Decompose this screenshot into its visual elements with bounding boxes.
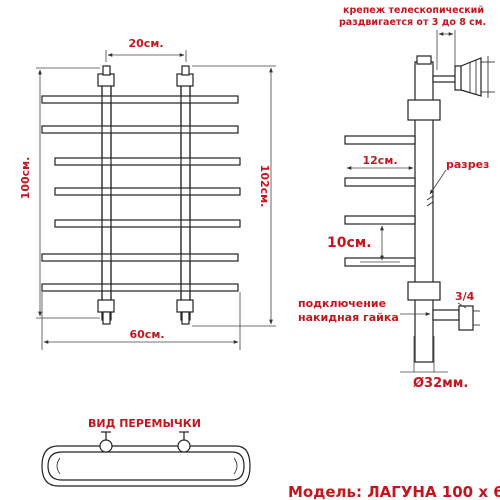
rung-5 xyxy=(54,219,241,228)
mount-note-line1: крепеж телескопический xyxy=(343,5,484,16)
top-left-coupling xyxy=(97,73,115,87)
dim-label-12cm: 12см. xyxy=(363,154,398,167)
union-nut xyxy=(458,305,474,331)
bottom-right-stub xyxy=(181,311,190,325)
side-rung-1 xyxy=(344,135,416,145)
rung-7 xyxy=(41,283,239,292)
wall-flange xyxy=(460,57,482,97)
side-rung-2 xyxy=(344,177,416,187)
side-rung-3 xyxy=(344,215,416,225)
model-label: Модель: ЛАГУНА 100 x 60 xyxy=(288,483,500,500)
bottom-left-coupling xyxy=(97,299,115,313)
rung-6 xyxy=(41,253,239,262)
bridge-left-fitting xyxy=(99,439,113,453)
top-right-stub xyxy=(181,65,190,76)
rung-3 xyxy=(54,157,241,166)
thread-label: 3/4 xyxy=(455,290,475,303)
side-view: крепеж телескопический раздвигается от 3… xyxy=(298,5,495,391)
rung-2 xyxy=(41,125,239,134)
diameter-label: Ø32мм. xyxy=(413,376,468,391)
connection-label-line1: подключение xyxy=(298,297,386,310)
rung-4 xyxy=(54,187,241,196)
mount-bracket-plate xyxy=(454,65,462,91)
mount-bracket-rod xyxy=(432,75,458,83)
collector-top-cap xyxy=(416,55,432,65)
bridge-loop-inner xyxy=(47,451,245,481)
dim-label-102cm: 102см. xyxy=(258,165,271,208)
cut-leader xyxy=(429,169,447,195)
bottom-right-coupling xyxy=(176,299,194,313)
dim-label-20cm: 20см. xyxy=(129,37,164,50)
bridge-view-title: ВИД ПЕРЕМЫЧКИ xyxy=(88,417,201,430)
rung-1 xyxy=(41,95,239,104)
front-view: 20см. 100см. 102см. 60см. xyxy=(19,37,276,350)
dim-label-10cm: 10см. xyxy=(327,235,372,251)
mount-note-line2: раздвигается от 3 до 8 см. xyxy=(339,17,486,28)
top-left-stub xyxy=(102,65,111,76)
bridge-loop-outer xyxy=(41,445,251,487)
dim-label-60cm: 60см. xyxy=(130,328,165,341)
thread-leader xyxy=(457,302,467,309)
bottom-left-stub xyxy=(102,311,111,325)
dim-label-100cm: 100см. xyxy=(19,157,32,200)
collector-lower-coupling xyxy=(407,281,441,301)
bridge-view: ВИД ПЕРЕМЫЧКИ xyxy=(41,417,251,487)
connection-pipe xyxy=(432,309,460,321)
collector-upper-coupling xyxy=(407,99,441,121)
connection-label-line2: накидная гайка xyxy=(298,311,399,324)
cut-label: разрез xyxy=(446,158,489,171)
top-right-coupling xyxy=(176,73,194,87)
bridge-right-fitting xyxy=(177,439,191,453)
